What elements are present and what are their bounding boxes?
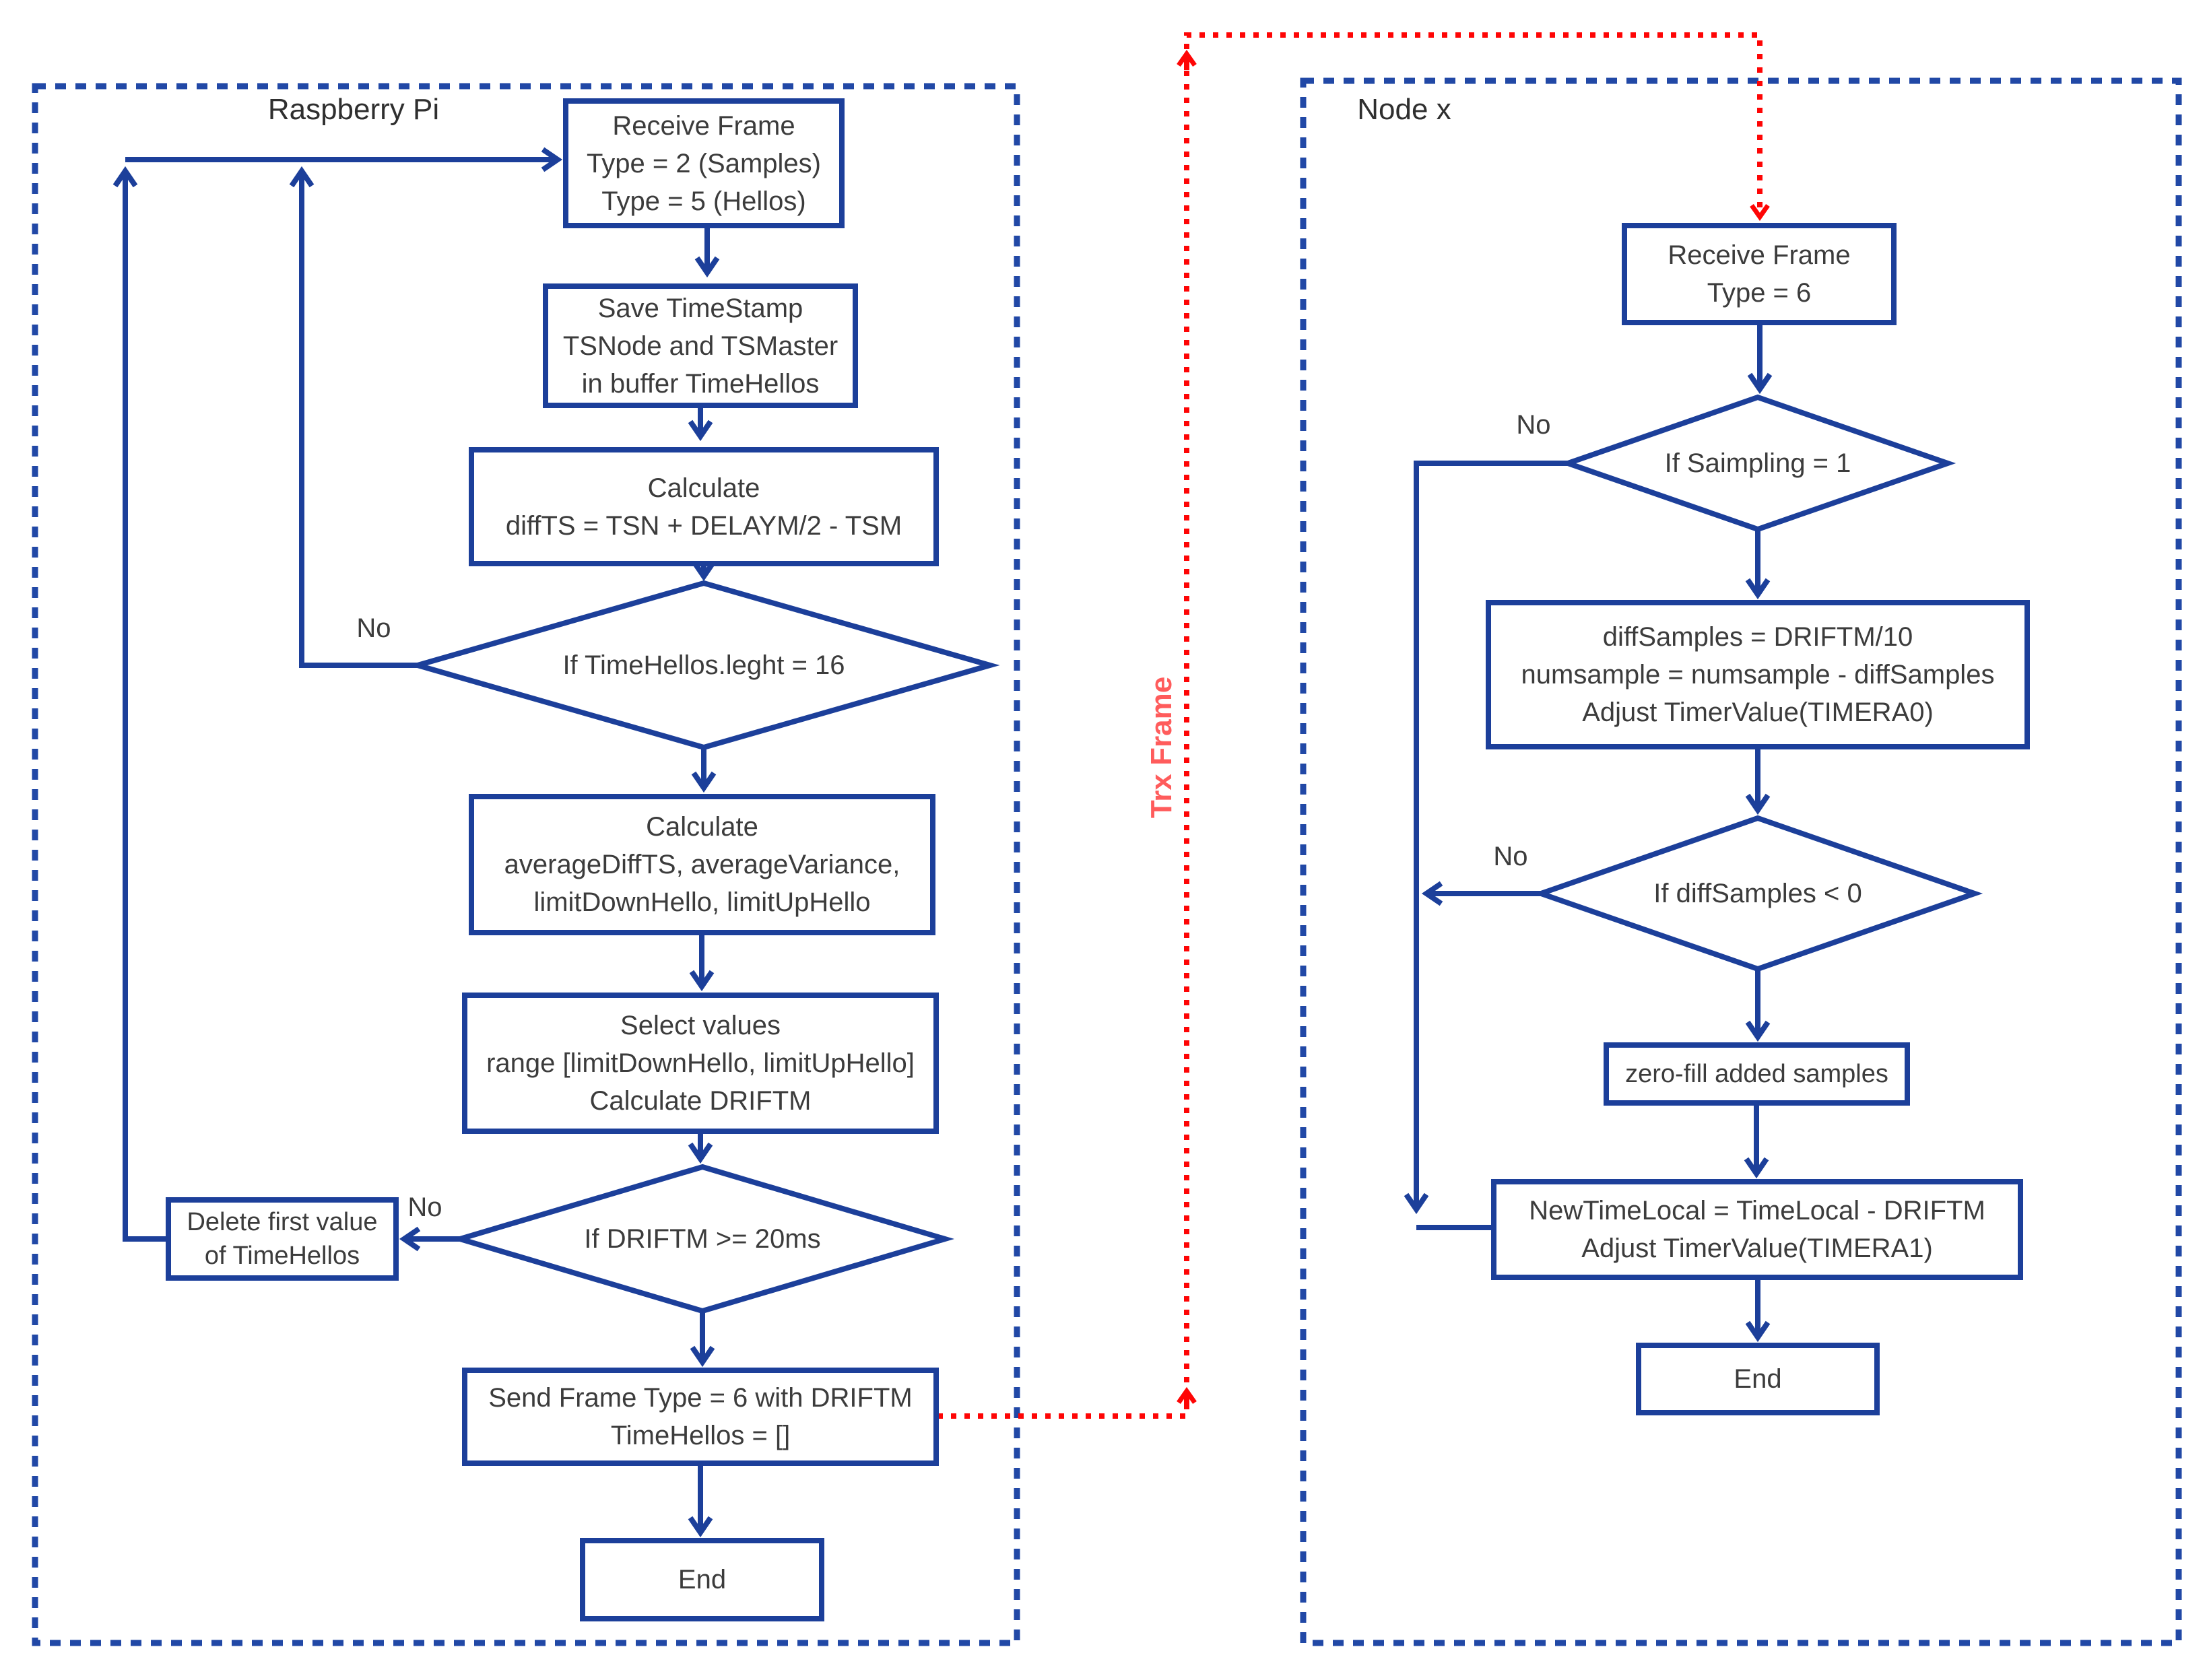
no-line-checksampling-down	[1404, 461, 1568, 1215]
select-values-line2: range [limitDownHello, limitUpHello]	[486, 1048, 915, 1078]
trx-frame-label: Trx Frame	[1145, 676, 1178, 819]
check-sampling-diamond	[1559, 394, 1956, 533]
end-box-right	[1636, 1343, 1880, 1415]
delete-first-text: Delete first value of TimeHellos	[168, 1200, 396, 1278]
receive-frame-line1: Receive Frame	[612, 110, 795, 141]
zero-fill-box	[1604, 1042, 1910, 1106]
send-frame-line1: Send Frame Type = 6 with DRIFTM	[488, 1383, 913, 1413]
new-time-local-text: NewTimeLocal = TimeLocal - DRIFTM Adjust…	[1494, 1182, 2020, 1277]
check-driftm-no-label: No	[407, 1192, 442, 1222]
save-timestamp-line2: TSNode and TSMaster	[562, 331, 838, 361]
end-right-label: End	[1734, 1364, 1782, 1394]
send-frame-text: Send Frame Type = 6 with DRIFTM TimeHell…	[465, 1370, 936, 1463]
new-time-local-box	[1491, 1179, 2023, 1280]
calc-average-line1: Calculate	[646, 812, 758, 842]
new-time-local-line2: Adjust TimerValue(TIMERA1)	[1581, 1234, 1933, 1263]
raspberry-pi-title: Raspberry Pi	[267, 93, 440, 126]
calc-average-box	[469, 794, 935, 935]
calc-diffts-line2: diffTS = TSN + DELAYM/2 - TSM	[505, 510, 902, 541]
check-diffsamples-no-label: No	[1493, 842, 1528, 871]
select-values-box	[462, 993, 939, 1134]
receive-frame-line3: Type = 5 (Hellos)	[601, 186, 806, 216]
node-x-container-border	[1300, 77, 2182, 1646]
adjust-samples-line1: diffSamples = DRIFTM/10	[1602, 622, 1913, 652]
adjust-samples-line2: numsample = numsample - diffSamples	[1521, 660, 1995, 690]
receive-frame-line2: Type = 2 (Samples)	[587, 148, 821, 178]
calc-average-line3: limitDownHello, limitUpHello	[533, 887, 871, 917]
save-timestamp-box	[543, 283, 858, 408]
check-driftm-text: If DRIFTM >= 20ms	[460, 1167, 945, 1311]
check-diffsamples-text: If diffSamples < 0	[1541, 818, 1975, 969]
zero-fill-label: zero-fill added samples	[1625, 1060, 1888, 1088]
check-timehellos-label: If TimeHellos.leght = 16	[562, 650, 845, 680]
trx-frame-dotted-connector	[937, 32, 1770, 1419]
adjust-samples-text: diffSamples = DRIFTM/10 numsample = nums…	[1488, 603, 2027, 747]
end-box-left	[580, 1538, 824, 1621]
check-sampling-text: If Saimpling = 1	[1568, 397, 1948, 529]
calc-diffts-box	[469, 447, 939, 566]
receive-frame-type6-text: Receive Frame Type = 6	[1624, 226, 1894, 323]
end-left-label: End	[678, 1565, 727, 1594]
save-timestamp-line3: in buffer TimeHellos	[581, 368, 820, 399]
select-values-text: Select values range [limitDownHello, lim…	[465, 995, 936, 1131]
save-timestamp-text: Save TimeStamp TSNode and TSMaster in bu…	[546, 286, 855, 405]
loop-line-delete-to-receive	[112, 166, 168, 1242]
save-timestamp-line1: Save TimeStamp	[597, 293, 803, 323]
calc-diffts-line1: Calculate	[647, 473, 760, 503]
end-left-text: End	[583, 1541, 822, 1619]
receive-frame-text: Receive Frame Type = 2 (Samples) Type = …	[566, 101, 842, 226]
loop-line-checkhellos-no-to-receive	[289, 166, 418, 668]
end-right-text: End	[1639, 1345, 1877, 1413]
zero-fill-text: zero-fill added samples	[1606, 1045, 1907, 1103]
new-time-local-line1: NewTimeLocal = TimeLocal - DRIFTM	[1529, 1196, 1985, 1225]
calc-average-text: Calculate averageDiffTS, averageVariance…	[471, 797, 933, 933]
send-frame-line2: TimeHellos = []	[610, 1421, 791, 1450]
adjust-samples-line3: Adjust TimerValue(TIMERA0)	[1582, 698, 1934, 727]
node-x-title: Node x	[1357, 93, 1451, 126]
delete-first-line1: Delete first value	[187, 1208, 378, 1236]
receive-type6-line1: Receive Frame	[1668, 240, 1851, 270]
receive-frame-box	[563, 98, 845, 228]
check-diffsamples-diamond	[1532, 815, 1983, 972]
send-frame-box	[462, 1368, 939, 1466]
receive-frame-type6-box	[1622, 223, 1897, 325]
check-sampling-label: If Saimpling = 1	[1664, 448, 1851, 478]
delete-first-line2: of TimeHellos	[204, 1242, 360, 1270]
select-values-line1: Select values	[620, 1011, 781, 1040]
calc-diffts-text: Calculate diffTS = TSN + DELAYM/2 - TSM	[471, 450, 936, 564]
check-timehellos-diamond	[407, 580, 1000, 751]
check-timehellos-text: If TimeHellos.leght = 16	[418, 583, 990, 747]
select-values-line3: Calculate DRIFTM	[589, 1086, 812, 1116]
check-timehellos-no-label: No	[356, 613, 391, 643]
receive-type6-line2: Type = 6	[1707, 278, 1812, 308]
check-driftm-label: If DRIFTM >= 20ms	[584, 1224, 821, 1254]
calc-average-line2: averageDiffTS, averageVariance,	[504, 850, 900, 879]
raspberry-pi-container-border	[32, 83, 1020, 1646]
check-diffsamples-label: If diffSamples < 0	[1653, 879, 1862, 908]
check-driftm-diamond	[450, 1164, 955, 1314]
adjust-samples-box	[1486, 600, 2030, 749]
delete-first-box	[166, 1197, 399, 1281]
check-sampling-no-label: No	[1516, 410, 1551, 440]
